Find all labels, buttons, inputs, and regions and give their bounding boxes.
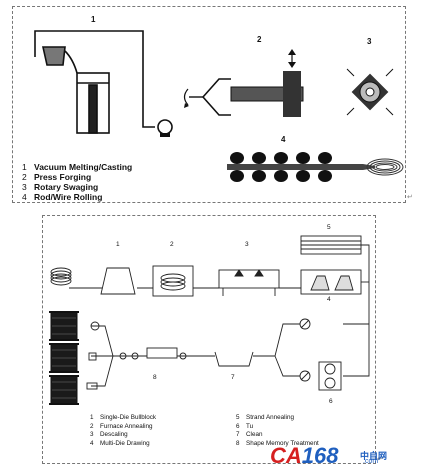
rotary-swaging bbox=[346, 68, 394, 116]
legend-label: Descaling bbox=[100, 431, 128, 439]
rod-wire-rolling bbox=[227, 152, 404, 182]
step-number: 6 bbox=[329, 398, 333, 405]
vacuum-melting-furnace bbox=[34, 30, 155, 134]
descaling-tank bbox=[218, 269, 280, 289]
flow-line bbox=[91, 325, 114, 387]
legend-number: 4 bbox=[22, 192, 27, 202]
top-process-illustration bbox=[34, 30, 404, 182]
output-marker bbox=[90, 321, 100, 331]
bottom-legend-left: 1 Single-Die Bullblock 2 Furnace Annealing… bbox=[90, 414, 156, 448]
treatment-tray bbox=[214, 351, 254, 367]
return-mark: ↵ bbox=[377, 456, 383, 463]
legend-number: 6 bbox=[236, 422, 240, 430]
annealing-furnace bbox=[152, 265, 194, 297]
legend-item: 2 Furnace Annealing bbox=[90, 423, 156, 432]
legend-item: 5 Strand Annealing bbox=[236, 414, 319, 423]
top-legend: 1 Vacuum Melting/Casting 2 Press Forging 3… bbox=[22, 162, 132, 202]
drawing-block bbox=[146, 347, 178, 359]
legend-item: 1 Single-Die Bullblock bbox=[90, 414, 156, 423]
step-number: 3 bbox=[367, 37, 372, 46]
legend-label: Multi-Die Drawing bbox=[100, 439, 150, 447]
legend-number: 2 bbox=[90, 422, 94, 430]
return-mark: ↵ bbox=[407, 194, 413, 201]
step-number: 5 bbox=[327, 224, 331, 231]
legend-number: 1 bbox=[22, 162, 27, 172]
legend-item: 4 Rod/Wire Rolling bbox=[22, 192, 132, 202]
legend-label: Clean bbox=[246, 431, 263, 439]
watermark-number: 168 bbox=[301, 443, 339, 468]
flow-line bbox=[274, 323, 300, 377]
step-number: 3 bbox=[245, 241, 249, 248]
bullblock-drum bbox=[100, 267, 136, 295]
legend-number: 2 bbox=[22, 172, 27, 182]
ca168-watermark-logo: CA168 bbox=[270, 445, 339, 467]
legend-number: 7 bbox=[236, 431, 240, 439]
flow-line bbox=[343, 244, 370, 377]
step-number: 2 bbox=[170, 241, 174, 248]
legend-item: 3 Descaling bbox=[90, 431, 156, 440]
step-number: 1 bbox=[91, 15, 96, 24]
legend-item: 1 Vacuum Melting/Casting bbox=[22, 162, 132, 172]
step-number: 1 bbox=[116, 241, 120, 248]
output-spools bbox=[49, 311, 79, 405]
press-forging bbox=[183, 49, 304, 117]
legend-label: Press Forging bbox=[34, 172, 92, 182]
legend-label: Rotary Swaging bbox=[34, 182, 99, 192]
legend-number: 5 bbox=[236, 414, 240, 421]
legend-item: 8 Shape Memory Treatment bbox=[236, 440, 319, 449]
legend-item: 4 Multi-Die Drawing bbox=[90, 440, 156, 449]
legend-number: 3 bbox=[22, 182, 27, 192]
legend-item: 6 Tu bbox=[236, 423, 319, 432]
legend-label: Rod/Wire Rolling bbox=[34, 192, 103, 202]
step-number: 4 bbox=[281, 135, 286, 144]
legend-label: Shape Memory Treatment bbox=[246, 439, 319, 447]
legend-number: 4 bbox=[90, 439, 94, 447]
output-marker bbox=[88, 352, 97, 361]
tube-station bbox=[318, 361, 342, 391]
watermark-ca: CA bbox=[270, 443, 302, 468]
output-marker bbox=[86, 382, 98, 390]
step-number: 2 bbox=[257, 35, 262, 44]
watermark-domain: .com bbox=[363, 458, 379, 465]
vacuum-pump bbox=[157, 119, 173, 137]
legend-number: 3 bbox=[90, 431, 94, 439]
bottom-legend-right: 5 Strand Annealing 6 Tu 7 Clean 8 Shape Memo… bbox=[236, 414, 319, 448]
legend-label: Strand Annealing bbox=[246, 414, 294, 421]
step-number: 8 bbox=[153, 374, 157, 381]
legend-label: Single-Die Bullblock bbox=[100, 414, 156, 421]
legend-label: Furnace Annealing bbox=[100, 422, 153, 430]
legend-number: 8 bbox=[236, 439, 240, 447]
legend-number: 1 bbox=[90, 414, 94, 421]
legend-label: Tu bbox=[246, 422, 254, 430]
legend-item: 3 Rotary Swaging bbox=[22, 182, 132, 192]
legend-label: Vacuum Melting/Casting bbox=[34, 162, 133, 172]
step-number: 7 bbox=[231, 374, 235, 381]
watermark-chinese: 中自网 bbox=[360, 451, 388, 461]
legend-item: 2 Press Forging bbox=[22, 172, 132, 182]
bottom-process-flow-diagram bbox=[49, 235, 370, 405]
wire-coil bbox=[50, 267, 72, 286]
legend-item: 7 Clean bbox=[236, 431, 319, 440]
step-number: 4 bbox=[327, 296, 331, 303]
